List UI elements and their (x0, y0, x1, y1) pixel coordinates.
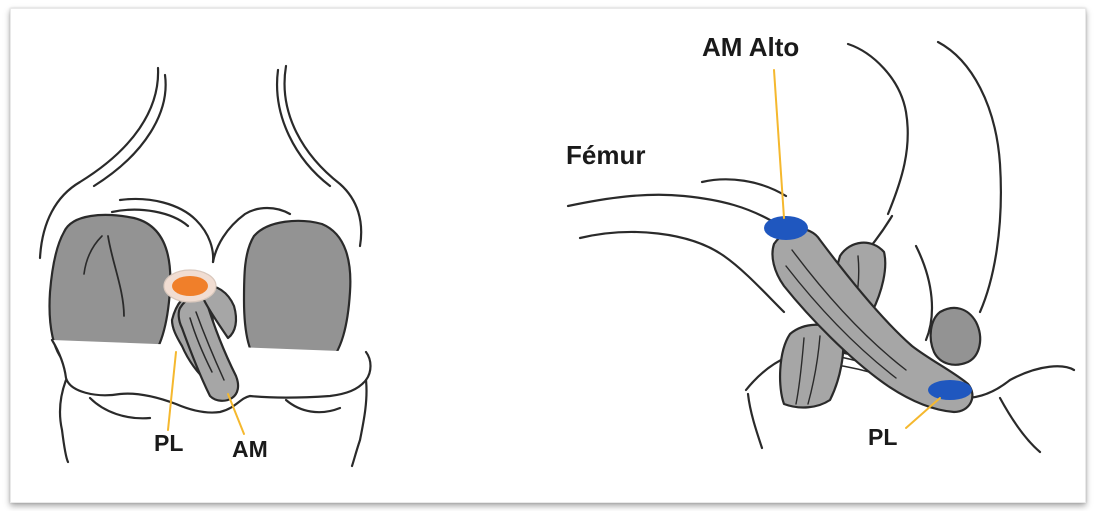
femur-notch-roof (568, 195, 770, 220)
anterior-knee-view (40, 66, 371, 466)
label-femur: Fémur (566, 142, 645, 168)
am-alto-insertion-marker (764, 216, 808, 240)
femur-outline-upper (848, 44, 908, 214)
am-alto-leader-line (774, 70, 784, 218)
label-am-alto: AM Alto (702, 34, 799, 60)
lateral-knee-view (568, 42, 1074, 452)
label-pl-right: PL (868, 426, 897, 449)
femur-lower-contour (580, 232, 784, 312)
femur-shaft-outline-right (285, 66, 362, 246)
posterior-condyle (931, 308, 981, 365)
label-am-left: AM (232, 438, 268, 461)
femur-outline-outer (938, 42, 1001, 312)
femoral-footprint-marker (172, 276, 208, 296)
label-pl-left: PL (154, 432, 183, 455)
pl-insertion-marker (928, 380, 972, 400)
